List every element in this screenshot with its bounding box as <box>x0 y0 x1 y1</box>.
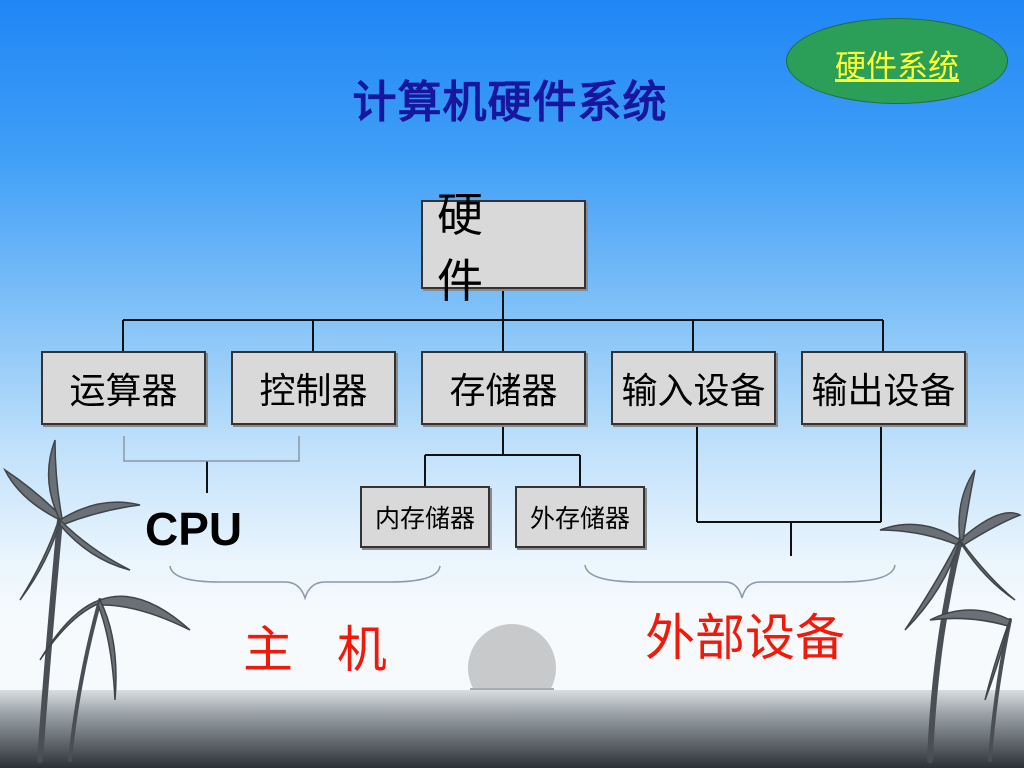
hardware-system-link-button[interactable]: 硬件系统 <box>786 18 1008 104</box>
peripherals-group-brace <box>584 564 896 599</box>
external-memory-node: 外存储器 <box>515 486 645 548</box>
output-device-node: 输出设备 <box>801 351 966 425</box>
alu-node: 运算器 <box>41 351 206 425</box>
right-palm-tree-icon <box>879 469 1022 763</box>
input-device-node: 输入设备 <box>611 351 776 425</box>
badge-label: 硬件系统 <box>835 48 959 85</box>
cpu-group-bracket <box>123 436 300 462</box>
internal-memory-node: 内存储器 <box>360 486 490 548</box>
left-palm-tree-icon <box>3 439 191 763</box>
ground-strip <box>0 690 1024 768</box>
host-label: 主 机 <box>243 621 401 679</box>
slide-title: 计算机硬件系统 <box>352 77 668 128</box>
peripherals-label: 外部设备 <box>645 609 845 667</box>
memory-node: 存储器 <box>421 351 586 425</box>
host-group-brace <box>169 565 441 601</box>
cpu-label: CPU <box>145 503 243 555</box>
controller-node: 控制器 <box>231 351 396 425</box>
hardware-root-node: 硬 件 <box>421 188 586 308</box>
